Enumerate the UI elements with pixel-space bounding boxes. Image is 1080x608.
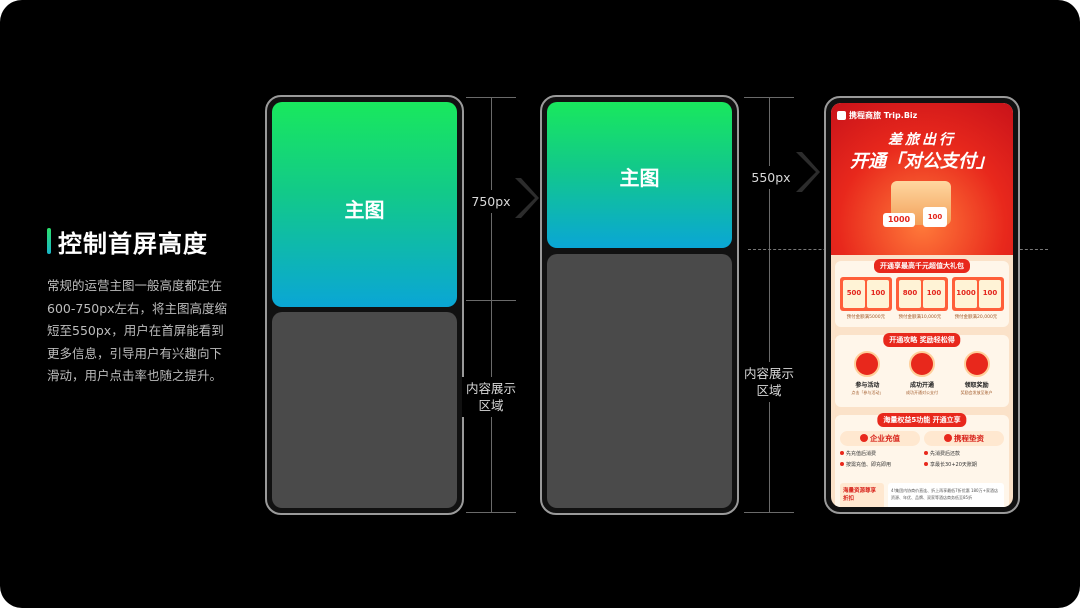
content-area-label: 内容展示 区域 <box>740 362 798 402</box>
slide-title: 控制首屏高度 <box>58 230 208 258</box>
steps-row: 参与活动点击「参与活动」 成功开通成功开通对公支付 领取奖励奖励会发放至账户 <box>840 351 1004 396</box>
description-line: 600-750px左右，将主图高度缩 <box>47 300 228 316</box>
resource-tag: 海量资源尊享折扣 <box>840 483 884 507</box>
wallet-icon <box>860 434 868 442</box>
gift-card-value: 100 <box>979 280 1001 308</box>
section-header: 海量权益5功能 开通立享 <box>877 413 967 427</box>
benefit-title: 企业充值 <box>840 431 920 446</box>
step-sub: 点击「参与活动」 <box>851 390 884 395</box>
content-label-line: 区域 <box>756 383 782 398</box>
section-header: 开通攻略 奖励轻松得 <box>883 333 961 347</box>
brand-icon <box>837 111 846 120</box>
description-line: 更多信息，引导用户有兴趣向下 <box>47 345 223 361</box>
title-accent-bar <box>47 228 51 254</box>
hero-label: 主图 <box>619 166 660 190</box>
step-icon <box>854 351 881 377</box>
benefit-column: 企业充值 先充值后消费 按需充值、即充即用 <box>840 431 920 468</box>
step-icon <box>963 351 990 377</box>
measure-tick-bottom <box>744 512 794 513</box>
step-title: 领取奖励 <box>964 382 989 389</box>
promo-screen: 携程商旅 Trip.Biz 差旅出行 开通「对公支付」 1000 100 开通享… <box>831 103 1013 507</box>
hero-image-area: 主图 <box>547 102 732 248</box>
step-sub: 奖励会发放至账户 <box>960 390 993 395</box>
promo-title-line1: 差旅出行 <box>888 132 956 148</box>
gift-caption: 预付金额满20,000元 <box>954 315 998 320</box>
section-header: 开通享最高千元超值大礼包 <box>874 259 970 273</box>
promo-title-line2: 开通「对公支付」 <box>850 151 994 172</box>
gift-card-value: 500 <box>843 280 865 308</box>
step-title: 参与活动 <box>855 382 880 389</box>
phone-mockup-promo: 携程商旅 Trip.Biz 差旅出行 开通「对公支付」 1000 100 开通享… <box>824 96 1020 514</box>
step-icon <box>908 351 935 377</box>
description-line: 滑动，用户点击率也随之提升。 <box>47 368 223 383</box>
phone-mockup-550: 主图 <box>540 95 739 515</box>
resource-footer: 海量资源尊享折扣 4!集团内协商价直连、折上再享最低7折优惠 180万+家酒店资… <box>840 483 1004 507</box>
step-item[interactable]: 成功开通成功开通对公支付 <box>900 351 944 396</box>
chevron-right-icon <box>515 178 539 218</box>
promo-benefits-section: 海量权益5功能 开通立享 企业充值 先充值后消费 按需充值、即充即用 携程垫资 … <box>835 413 1009 507</box>
measure-label-550: 550px <box>748 166 794 189</box>
gift-caption: 预付金额满5000元 <box>846 315 886 320</box>
content-label-line: 区域 <box>478 398 504 413</box>
gift-card-value: 800 <box>899 280 921 308</box>
description-line: 短至550px，用户在首屏能看到 <box>47 323 224 338</box>
gift-caption: 预付金额满10,000元 <box>898 315 942 320</box>
measure-line <box>769 97 770 512</box>
gift-card-value: 1000 <box>955 280 977 308</box>
benefit-item: 先消费后还款 <box>924 450 1004 457</box>
chevron-right-icon <box>796 152 820 192</box>
hero-image-area: 主图 <box>272 102 457 307</box>
phone-mockup-750: 主图 <box>265 95 464 515</box>
benefit-column: 携程垫资 先消费后还款 享最长30+20天账期 <box>924 431 1004 468</box>
benefit-item: 先充值后消费 <box>840 450 920 457</box>
measure-tick-bottom <box>466 512 516 513</box>
gift-card-value: 100 <box>923 280 945 308</box>
measure-line <box>491 97 492 512</box>
slide-description: 常规的运营主图一般高度都定在 600-750px左右，将主图高度缩 短至550p… <box>47 275 235 388</box>
benefit-item: 享最长30+20天账期 <box>924 461 1004 468</box>
step-sub: 成功开通对公支付 <box>905 390 938 395</box>
resource-text: 4!集团内协商价直连、折上再享最低7折优惠 180万+家酒店资源、年优、品牌、双… <box>888 483 1004 507</box>
promo-steps-section: 开通攻略 奖励轻松得 参与活动点击「参与活动」 成功开通成功开通对公支付 领取奖… <box>835 333 1009 407</box>
coupon-big: 1000 <box>883 213 915 227</box>
gift-card-value: 100 <box>867 280 889 308</box>
step-item[interactable]: 参与活动点击「参与活动」 <box>845 351 889 396</box>
measure-label-750: 750px <box>468 190 514 213</box>
benefit-title: 携程垫资 <box>924 431 1004 446</box>
benefit-item: 按需充值、即充即用 <box>840 461 920 468</box>
gift-captions: 预付金额满5000元 预付金额满10,000元 预付金额满20,000元 <box>840 314 1004 320</box>
brand-name: 携程商旅 Trip.Biz <box>849 111 918 120</box>
step-title: 成功开通 <box>909 382 934 389</box>
benefit-columns: 企业充值 先充值后消费 按需充值、即充即用 携程垫资 先消费后还款 享最长30+… <box>840 431 1004 468</box>
benefit-title-text: 企业充值 <box>870 434 900 443</box>
promo-banner: 携程商旅 Trip.Biz 差旅出行 开通「对公支付」 1000 100 <box>831 103 1013 255</box>
coin-icon <box>944 434 952 442</box>
hero-label: 主图 <box>344 198 385 222</box>
content-label-line: 内容展示 <box>465 381 516 396</box>
step-item[interactable]: 领取奖励奖励会发放至账户 <box>955 351 999 396</box>
benefit-title-text: 携程垫资 <box>954 434 984 443</box>
coupon-small: 100 <box>923 207 947 227</box>
content-area <box>272 312 457 508</box>
content-area <box>547 254 732 508</box>
content-area-label: 内容展示 区域 <box>462 377 520 417</box>
description-line: 常规的运营主图一般高度都定在 <box>47 278 223 293</box>
brand-logo: 携程商旅 Trip.Biz <box>837 110 917 121</box>
content-label-line: 内容展示 <box>743 366 794 381</box>
